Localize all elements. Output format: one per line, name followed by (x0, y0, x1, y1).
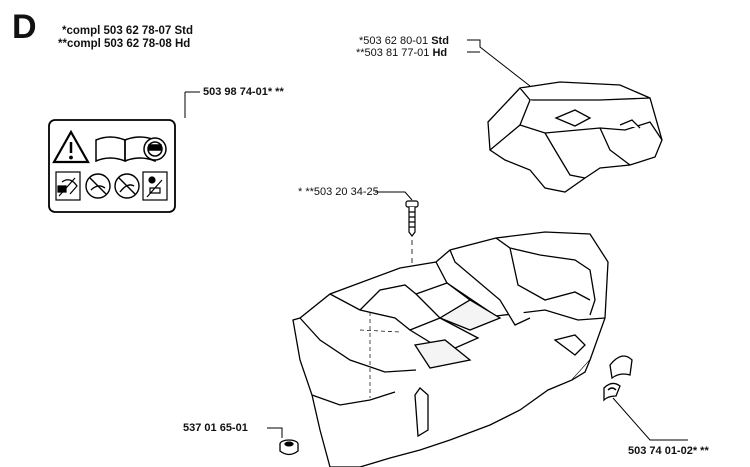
cover-hd-label: **503 81 77-01 Hd (356, 47, 448, 59)
decal-part-number: 503 98 74-01* ** (203, 86, 284, 98)
grommet-part (279, 439, 299, 456)
top-cover-part (487, 81, 663, 193)
kickback-hand-icon (55, 171, 81, 201)
warning-triangle-icon (52, 129, 90, 164)
screw-part-number: * **503 20 34-25 (298, 186, 379, 198)
clip-part (603, 355, 633, 402)
decal-sheet (48, 119, 176, 213)
leader-screw (375, 191, 413, 201)
assembly-std-label: *compl 503 62 78-07 Std (62, 25, 194, 37)
section-letter: D (12, 8, 37, 46)
protection-round-icon (143, 137, 167, 161)
leader-cover (467, 39, 531, 87)
no-one-hand-icon (85, 173, 111, 199)
cylinder-cover-part (292, 231, 609, 467)
cover-std-label: *503 62 80-01 Std (359, 35, 449, 47)
leader-grommet (267, 427, 283, 438)
screw-part (405, 200, 419, 237)
two-hand-operation-icon (142, 171, 168, 201)
no-tip-contact-icon (114, 173, 140, 199)
clip-part-number: 503 74 01-02* ** (628, 445, 709, 457)
grommet-part-number: 537 01 65-01 (183, 422, 248, 434)
leader-clip (612, 397, 688, 441)
assembly-hd-label: **compl 503 62 78-08 Hd (58, 38, 191, 50)
